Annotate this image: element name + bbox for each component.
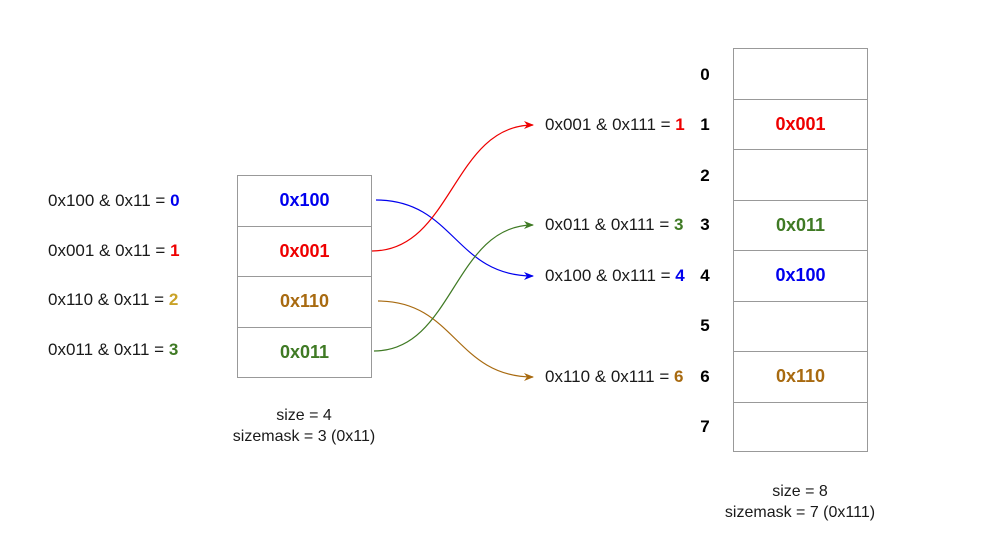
new-table-cell: 0x100 [734,251,867,302]
new-table-cell: 0x001 [734,100,867,150]
old-table-cell: 0x100 [238,176,371,227]
new-table-cell [734,403,867,454]
old-table-caption: size = 4 sizemask = 3 (0x11) [204,405,404,447]
expr-text: 0x001 & 0x111 = [545,115,676,134]
bucket-index: 2 [700,166,710,185]
bucket-index: 1 [700,115,710,134]
rehash-arrow [373,221,534,352]
old-sizemask-label: sizemask = 3 (0x11) [232,428,376,445]
right-expr-0: 0x001 & 0x111 = 1 [545,115,685,135]
right-expr-1: 0x011 & 0x111 = 3 [545,215,683,235]
bucket-index: 6 [700,367,710,386]
bucket-index: 4 [700,266,710,285]
expr-result: 2 [168,290,179,309]
new-table-cell [734,49,867,100]
new-table-cell: 0x011 [734,201,867,251]
expr-result: 3 [168,340,179,359]
rehash-arrow [375,199,534,280]
new-table-cell: 0x110 [734,352,867,403]
bucket-index: 7 [700,417,710,436]
expr-text: 0x100 & 0x111 = [545,266,676,285]
right-expr-3: 0x110 & 0x111 = 6 [545,367,683,387]
left-expr-2: 0x110 & 0x11 = 2 [48,290,178,310]
rehash-arrow [371,121,534,252]
new-sizemask-label: sizemask = 7 (0x111) [724,504,876,521]
expr-result: 0 [170,191,180,210]
new-table-cell [734,150,867,201]
old-size-label: size = 4 [276,407,332,424]
old-table-cell: 0x011 [279,342,330,363]
old-table-cell: 0x001 [238,227,371,277]
expr-text: 0x110 & 0x111 = [545,367,675,386]
old-table-cell: 0x110 [238,277,371,328]
left-expr-0: 0x100 & 0x11 = 0 [48,191,180,211]
new-table-cell [734,302,867,352]
expr-text: 0x001 & 0x11 = [48,241,171,260]
bucket-index: 5 [700,316,710,335]
right-expr-2: 0x100 & 0x111 = 4 [545,266,685,286]
new-size-label: size = 8 [772,483,828,500]
expr-text: 0x011 & 0x11 = [48,340,169,359]
bucket-index: 3 [700,215,710,234]
expr-text: 0x110 & 0x11 = [48,290,169,309]
expr-result: 6 [674,367,684,386]
rehash-arrow [377,300,534,381]
left-expr-1: 0x001 & 0x11 = 1 [48,241,180,261]
expr-text: 0x100 & 0x11 = [48,191,171,210]
new-hash-table: 0x001 0x011 0x100 0x110 [733,48,868,452]
expr-result: 1 [675,115,685,134]
bucket-index: 0 [700,65,710,84]
left-expr-3: 0x011 & 0x11 = 3 [48,340,178,360]
expr-result: 4 [675,266,685,285]
new-table-caption: size = 8 sizemask = 7 (0x111) [700,481,900,523]
old-hash-table: 0x100 0x001 0x110 0x011 [237,175,372,378]
expr-text: 0x011 & 0x111 = [545,215,675,234]
expr-result: 3 [674,215,684,234]
expr-result: 1 [170,241,180,260]
